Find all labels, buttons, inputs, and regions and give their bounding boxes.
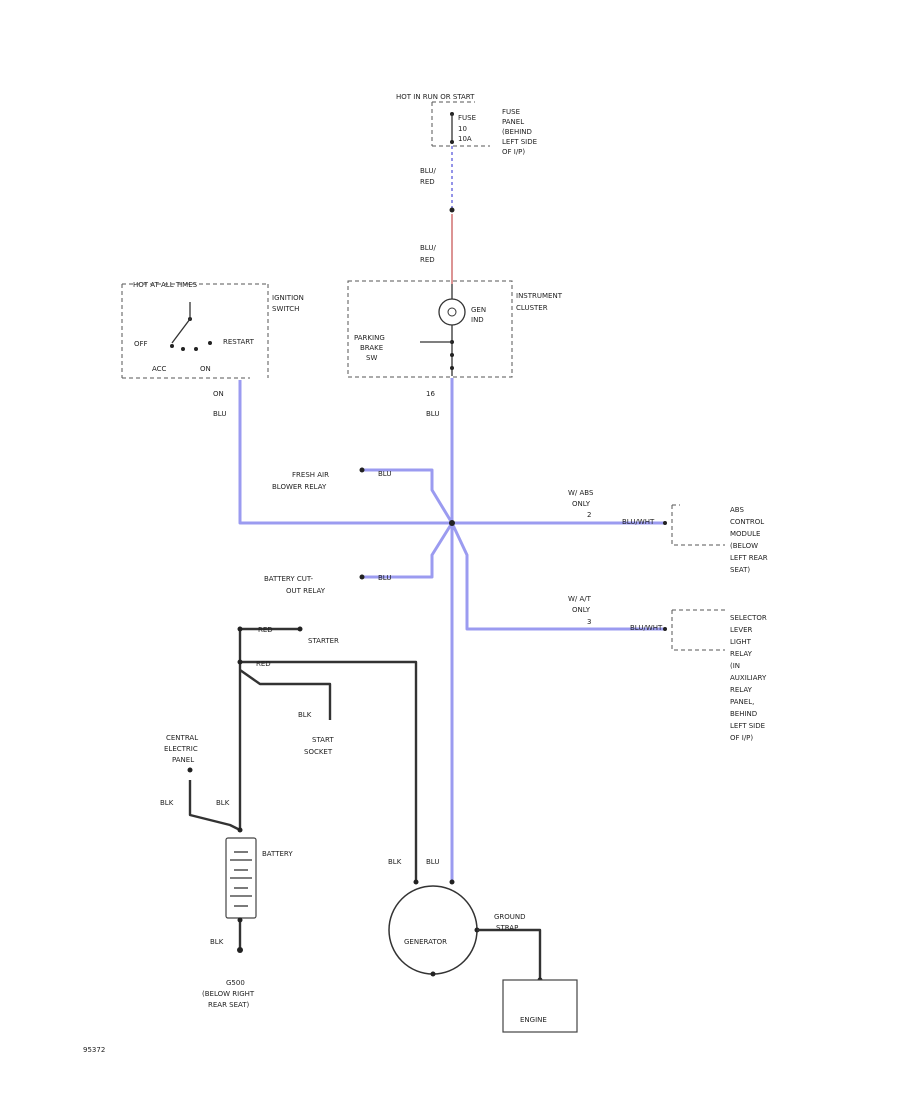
- instrument-cluster: GEN IND PARKING BRAKE SW INSTRUMENT CLUS…: [347, 280, 563, 378]
- at-note-2: ONLY: [572, 606, 591, 614]
- fuse-location-3: (BEHIND: [502, 128, 532, 136]
- figure-id: 95372: [83, 1046, 105, 1054]
- engine-label: ENGINE: [520, 1016, 547, 1024]
- fuse-location-2: PANEL: [502, 118, 524, 126]
- ground-label-1: G500: [226, 979, 245, 987]
- fuse-location-5: OF I/P): [502, 148, 525, 156]
- ignition-pin: ON: [213, 390, 224, 398]
- ground-strap-label-2: STRAP: [496, 924, 518, 932]
- wire-label-blu-red-2a: BLU/: [420, 244, 436, 252]
- generator-label: GENERATOR: [404, 938, 447, 946]
- central-panel-label-2: ELECTRIC: [164, 745, 198, 753]
- abs-wire-label: BLU/WHT: [622, 518, 655, 526]
- ignition-name-1: IGNITION: [272, 294, 304, 302]
- fuse-number: 10: [458, 125, 467, 133]
- central-panel-label-3: PANEL: [172, 756, 194, 764]
- parking-brake-label-3: SW: [366, 354, 377, 362]
- parking-brake-label-2: BRAKE: [360, 344, 383, 352]
- fuse-name: FUSE: [458, 114, 476, 122]
- fuse-location-1: FUSE: [502, 108, 520, 116]
- selector-relay-8: PANEL,: [730, 698, 754, 706]
- start-socket-label-1: START: [312, 736, 334, 744]
- fuse-rating: 10A: [458, 135, 472, 143]
- gen-indicator-lamp-icon: [438, 298, 466, 326]
- starter-label: STARTER: [308, 637, 339, 645]
- selector-relay-7: RELAY: [730, 686, 753, 694]
- ignition-pos-restart: RESTART: [223, 338, 255, 346]
- ignition-pos-on: ON: [200, 365, 211, 373]
- fresh-air-label-1: FRESH AIR: [292, 471, 329, 479]
- battery-ground-wire-label: BLK: [210, 938, 224, 946]
- generator: [388, 879, 480, 977]
- abs-module-2: CONTROL: [730, 518, 764, 526]
- parking-brake-label-1: PARKING: [354, 334, 385, 342]
- ignition-pos-acc: ACC: [152, 365, 167, 373]
- selector-relay-3: LIGHT: [730, 638, 752, 646]
- generator-wire-left: BLK: [388, 858, 402, 866]
- selector-relay-9: BEHIND: [730, 710, 757, 718]
- ignition-switch: HOT AT ALL TIMES OFF RESTART ACC ON IGNI…: [121, 281, 304, 379]
- central-panel-wire-left: BLK: [160, 799, 174, 807]
- battery-cutout-label-1: BATTERY CUT-: [264, 575, 313, 583]
- start-socket-label-2: SOCKET: [304, 748, 333, 756]
- abs-module: ABS CONTROL MODULE (BELOW LEFT REAR SEAT…: [663, 504, 768, 574]
- ground-label-3: REAR SEAT): [208, 1001, 250, 1009]
- at-wire-label: BLU/WHT: [630, 624, 663, 632]
- wire-label-blu-red-1b: RED: [420, 178, 435, 186]
- selector-relay-11: OF I/P): [730, 734, 753, 742]
- abs-module-5: LEFT REAR: [730, 554, 768, 562]
- battery: [225, 837, 257, 953]
- selector-relay-5: (IN: [730, 662, 740, 670]
- selector-relay-4: RELAY: [730, 650, 753, 658]
- ground-strap-label-1: GROUND: [494, 913, 526, 921]
- ignition-wire-label: BLU: [213, 410, 226, 418]
- abs-module-6: SEAT): [730, 566, 750, 574]
- battery-label: BATTERY: [262, 850, 293, 858]
- at-pin: 3: [587, 618, 591, 626]
- blu-wiring: [238, 378, 665, 880]
- gen-ind-label-1: GEN: [471, 306, 486, 314]
- cluster-wire-label: BLU: [426, 410, 439, 418]
- cluster-name-1: INSTRUMENT: [516, 292, 563, 300]
- abs-module-4: (BELOW: [730, 542, 758, 550]
- starter-wire-label: RED: [258, 626, 273, 634]
- fuse-panel: HOT IN RUN OR START FUSE 10 10A FUSE PAN…: [396, 93, 537, 156]
- ignition-name-2: SWITCH: [272, 305, 299, 313]
- central-panel-wire-right: BLK: [216, 799, 230, 807]
- ignition-hot-label: HOT AT ALL TIMES: [133, 281, 198, 289]
- fuse-hot-label: HOT IN RUN OR START: [396, 93, 475, 101]
- abs-note-2: ONLY: [572, 500, 591, 508]
- battery-cutout-wire-label: BLU: [378, 574, 391, 582]
- cluster-name-2: CLUSTER: [516, 304, 548, 312]
- selector-relay-6: AUXILIARY: [730, 674, 767, 682]
- engine-block: ENGINE: [502, 979, 578, 1033]
- at-note-1: W/ A/T: [568, 595, 592, 603]
- abs-module-1: ABS: [730, 506, 744, 514]
- selector-relay-10: LEFT SIDE: [730, 722, 765, 730]
- blk-wiring: [187, 626, 418, 880]
- fresh-air-wire-label: BLU: [378, 470, 391, 478]
- selector-lever-relay: SELECTOR LEVER LIGHT RELAY (IN AUXILIARY…: [663, 609, 767, 742]
- fresh-air-label-2: BLOWER RELAY: [272, 483, 327, 491]
- gen-ind-label-2: IND: [471, 316, 484, 324]
- abs-module-3: MODULE: [730, 530, 760, 538]
- start-socket-wire-label: BLK: [298, 711, 312, 719]
- selector-relay-2: LEVER: [730, 626, 753, 634]
- wire-label-blu-red-1a: BLU/: [420, 167, 436, 175]
- main-red-wire-label: RED: [256, 660, 271, 668]
- selector-relay-1: SELECTOR: [730, 614, 767, 622]
- abs-note-1: W/ ABS: [568, 489, 594, 497]
- generator-wire-right: BLU: [426, 858, 439, 866]
- wire-label-blu-red-2b: RED: [420, 256, 435, 264]
- central-panel-label-1: CENTRAL: [166, 734, 198, 742]
- ignition-pos-off: OFF: [134, 340, 148, 348]
- battery-cutout-label-2: OUT RELAY: [286, 587, 326, 595]
- cluster-pin: 16: [426, 390, 435, 398]
- fuse-location-4: LEFT SIDE: [502, 138, 537, 146]
- ground-label-2: (BELOW RIGHT: [202, 990, 255, 998]
- abs-pin: 2: [587, 511, 591, 519]
